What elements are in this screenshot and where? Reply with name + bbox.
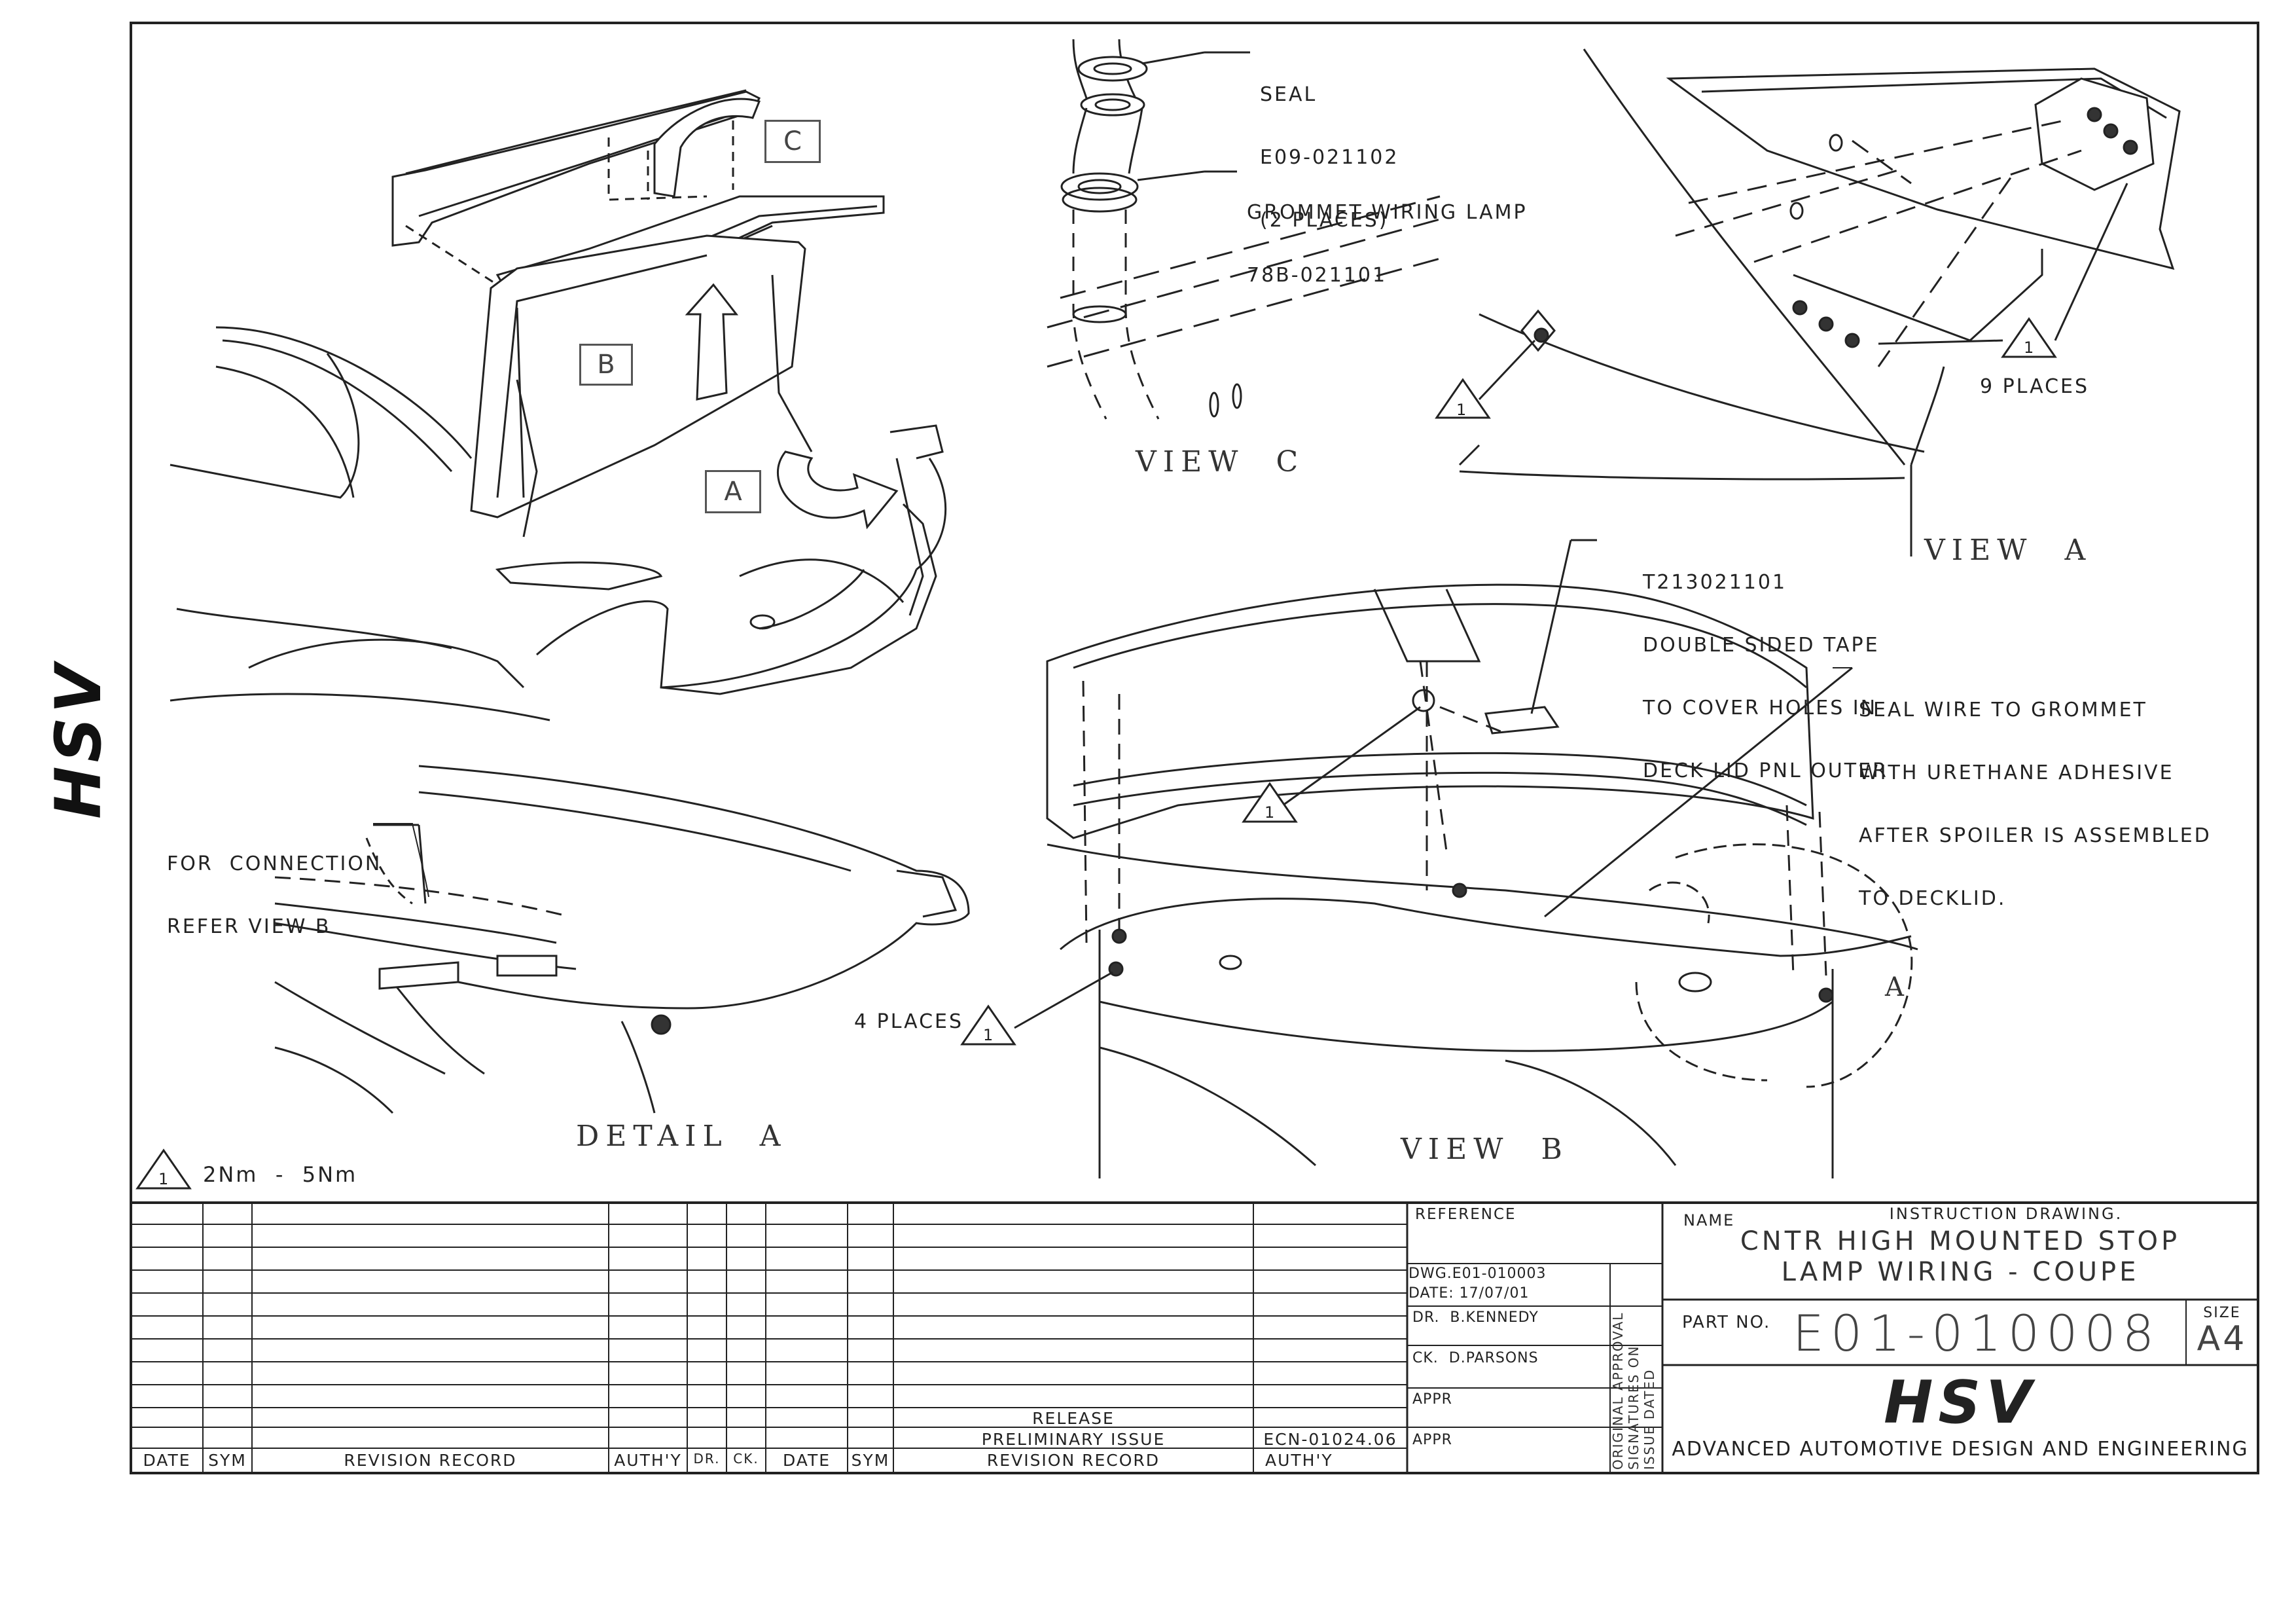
tape-callout-line: DOUBLE SIDED TAPE — [1643, 634, 1880, 657]
rev-header-ck: CK. — [733, 1451, 759, 1467]
tape-callout-line: DECK LID PNL OUTER — [1643, 759, 1888, 782]
approval-note-line: ORIGINAL APPROVAL — [1610, 1311, 1626, 1470]
drawing-border — [130, 22, 2259, 1474]
rev-header-sym: SYM — [208, 1451, 247, 1470]
view-a-places-callout: 9 PLACES — [1980, 375, 2090, 398]
detail-a-title: DETAIL A — [576, 1120, 787, 1153]
seal-wire-callout-line: WITH URETHANE ADHESIVE — [1859, 761, 2174, 784]
detail-box-c-label: C — [783, 126, 802, 156]
grommet-callout-line: GROMMET WIRING LAMP — [1247, 201, 1528, 224]
view-a-illustration — [1435, 48, 2181, 556]
company-logo: HSV — [1884, 1368, 2037, 1437]
view-c-title: VIEW C — [1136, 445, 1305, 479]
rev-entry-preliminary: PRELIMINARY ISSUE — [981, 1430, 1166, 1449]
detail-a-illustration — [274, 765, 970, 1114]
rev-entry-ecn: ECN-01024.06 — [1263, 1430, 1397, 1449]
sheet-size: A4 — [2197, 1319, 2248, 1359]
approval-note-line: ISSUE DATED — [1641, 1368, 1657, 1470]
seal-wire-callout-line: TO DECKLID. — [1859, 887, 2007, 910]
grommet-callout: GROMMET WIRING LAMP 78B-021101 — [1247, 160, 1528, 307]
detail-box-a-label: A — [724, 477, 742, 507]
view-c-grommet-illustration — [1047, 39, 1441, 420]
triangle-mark-view-a-left: 1 — [1456, 401, 1469, 419]
name-label: NAME — [1683, 1211, 1735, 1230]
connection-leader — [373, 823, 429, 898]
triangle-mark-four-places: 1 — [983, 1026, 996, 1044]
tape-callout: T213021101 DOUBLE SIDED TAPE TO COVER HO… — [1643, 530, 1888, 803]
approval-note: ORIGINAL APPROVAL SIGNATURES ON ISSUE DA… — [1610, 1267, 1662, 1470]
torque-note: 2Nm - 5Nm — [203, 1162, 358, 1187]
torque-triangle-icon — [135, 1148, 192, 1190]
four-places-callout: 4 PLACES — [854, 1010, 964, 1033]
revision-table-grid — [131, 1203, 2258, 1473]
trunk-assembly-illustration — [170, 89, 947, 721]
view-a-title: VIEW A — [1924, 534, 2092, 567]
drawing-title-line-1: CNTR HIGH MOUNTED STOP — [1740, 1226, 2181, 1256]
approval-note-rotated: ORIGINAL APPROVAL SIGNATURES ON ISSUE DA… — [1610, 1267, 1662, 1470]
view-b-title: VIEW B — [1401, 1133, 1569, 1166]
rev-header-date: DATE — [143, 1451, 191, 1470]
rev-header-authy-2: AUTH'Y — [1265, 1451, 1333, 1470]
view-b-illustration — [960, 539, 1918, 1178]
reference-label: REFERENCE — [1415, 1206, 1516, 1223]
seal-wire-callout-line: SEAL WIRE TO GROMMET — [1859, 699, 2147, 721]
rev-header-dr: DR. — [693, 1451, 721, 1467]
seal-callout-line: (2 PLACES) — [1260, 209, 1389, 232]
checked-by: CK. D.PARSONS — [1412, 1350, 1539, 1366]
company-name: ADVANCED AUTOMOTIVE DESIGN AND ENGINEERI… — [1672, 1438, 2249, 1461]
seal-wire-callout: SEAL WIRE TO GROMMET WITH URETHANE ADHES… — [1859, 658, 2212, 930]
seal-callout-line: E09-021102 — [1260, 146, 1399, 169]
connection-callout: FOR CONNECTION REFER VIEW B — [167, 812, 382, 958]
tape-callout-line: TO COVER HOLES IN — [1643, 697, 1878, 720]
rev-header-date-2: DATE — [782, 1451, 831, 1470]
connection-callout-line: FOR CONNECTION — [167, 852, 382, 875]
tape-callout-line: T213021101 — [1643, 571, 1787, 594]
approval-note-line: SIGNATURES ON — [1626, 1345, 1641, 1470]
seal-callout-line: SEAL — [1260, 83, 1318, 106]
rev-header-record: REVISION RECORD — [344, 1451, 517, 1470]
dwg-reference: DWG.E01-010003 — [1408, 1266, 1547, 1282]
hsv-logo-vertical: HSV — [39, 655, 118, 825]
detail-box-c: C — [764, 120, 821, 163]
approval-2: APPR — [1412, 1432, 1452, 1448]
hsv-logo-text: HSV — [42, 661, 115, 819]
part-number: E01-010008 — [1792, 1304, 2161, 1362]
seal-callout: SEAL E09-021102 (2 PLACES) — [1260, 43, 1399, 252]
rev-entry-release: RELEASE — [1032, 1409, 1115, 1428]
size-label: SIZE — [2203, 1305, 2241, 1321]
triangle-mark-view-b: 1 — [1265, 803, 1277, 822]
drawing-title-line-2: LAMP WIRING - COUPE — [1781, 1257, 2140, 1287]
detail-box-b-label: B — [597, 350, 615, 380]
detail-box-a: A — [705, 470, 761, 513]
rev-header-record-2: REVISION RECORD — [986, 1451, 1160, 1470]
triangle-mark-view-a-right: 1 — [2024, 338, 2036, 357]
drawn-by: DR. B.KENNEDY — [1412, 1309, 1539, 1326]
drawing-type: INSTRUCTION DRAWING. — [1889, 1205, 2123, 1223]
approval-1: APPR — [1412, 1391, 1452, 1408]
seal-wire-callout-line: AFTER SPOILER IS ASSEMBLED — [1859, 824, 2212, 847]
rev-header-sym-2: SYM — [851, 1451, 890, 1470]
connection-callout-line: REFER VIEW B — [167, 915, 331, 938]
grommet-callout-line: 78B-021101 — [1247, 264, 1388, 287]
triangle-mark-torque: 1 — [158, 1170, 171, 1188]
detail-box-b: B — [579, 344, 633, 386]
part-no-label: PART NO. — [1682, 1313, 1771, 1332]
drawing-date: DATE: 17/07/01 — [1408, 1285, 1530, 1302]
view-b-a-letter: A — [1885, 972, 1910, 1002]
rev-header-authy: AUTH'Y — [614, 1451, 682, 1470]
